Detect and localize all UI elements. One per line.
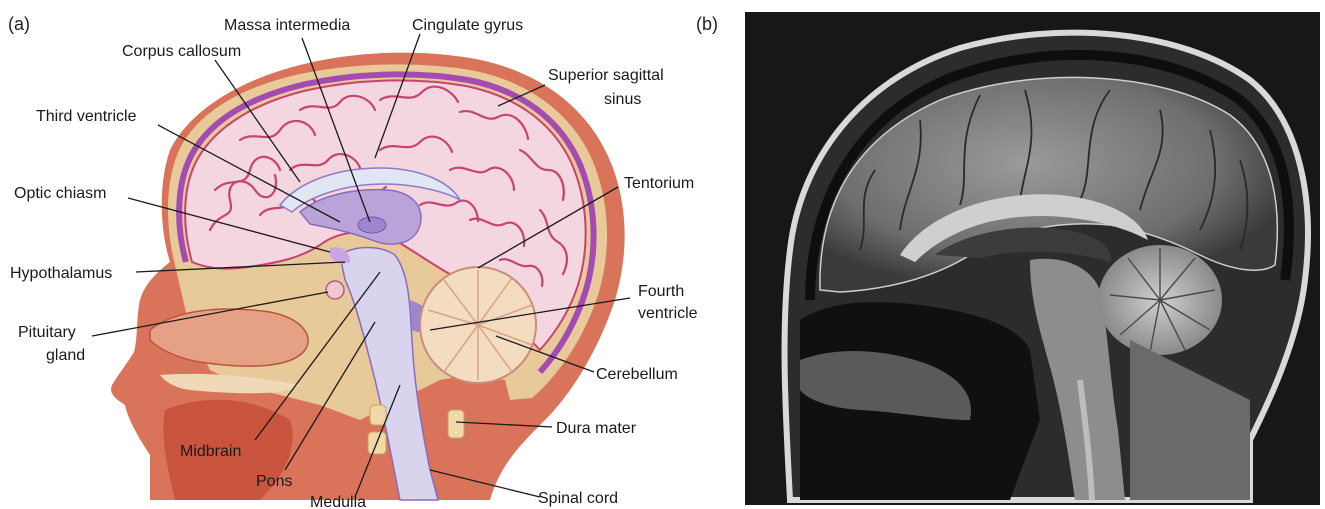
pituitary-gland (326, 281, 344, 299)
label-massa-intermedia: Massa intermedia (224, 17, 350, 34)
label-ventricle: ventricle (638, 305, 698, 322)
label-superior-sagittal: Superior sagittal (548, 67, 664, 84)
panel-b-mri (745, 12, 1320, 505)
label-corpus-callosum: Corpus callosum (122, 43, 241, 60)
label-spinal-cord: Spinal cord (538, 490, 618, 507)
panel-a-label: (a) (8, 14, 30, 34)
label-pons: Pons (256, 473, 292, 490)
label-pituitary: Pituitary (18, 324, 76, 341)
label-dura-mater: Dura mater (556, 420, 637, 437)
panel-a-illustration (111, 53, 625, 500)
panel-b-label: (b) (696, 14, 718, 34)
label-sinus: sinus (604, 91, 641, 108)
label-cerebellum: Cerebellum (596, 366, 678, 383)
label-gland: gland (46, 347, 85, 364)
massa-intermedia (358, 217, 386, 233)
label-hypothalamus: Hypothalamus (10, 265, 112, 282)
label-tentorium: Tentorium (624, 175, 694, 192)
label-third-ventricle: Third ventricle (36, 108, 137, 125)
label-medulla: Medulla (310, 494, 366, 509)
label-fourth: Fourth (638, 283, 684, 300)
label-midbrain: Midbrain (180, 443, 241, 460)
label-optic-chiasm: Optic chiasm (14, 185, 106, 202)
label-cingulate-gyrus: Cingulate gyrus (412, 17, 523, 34)
